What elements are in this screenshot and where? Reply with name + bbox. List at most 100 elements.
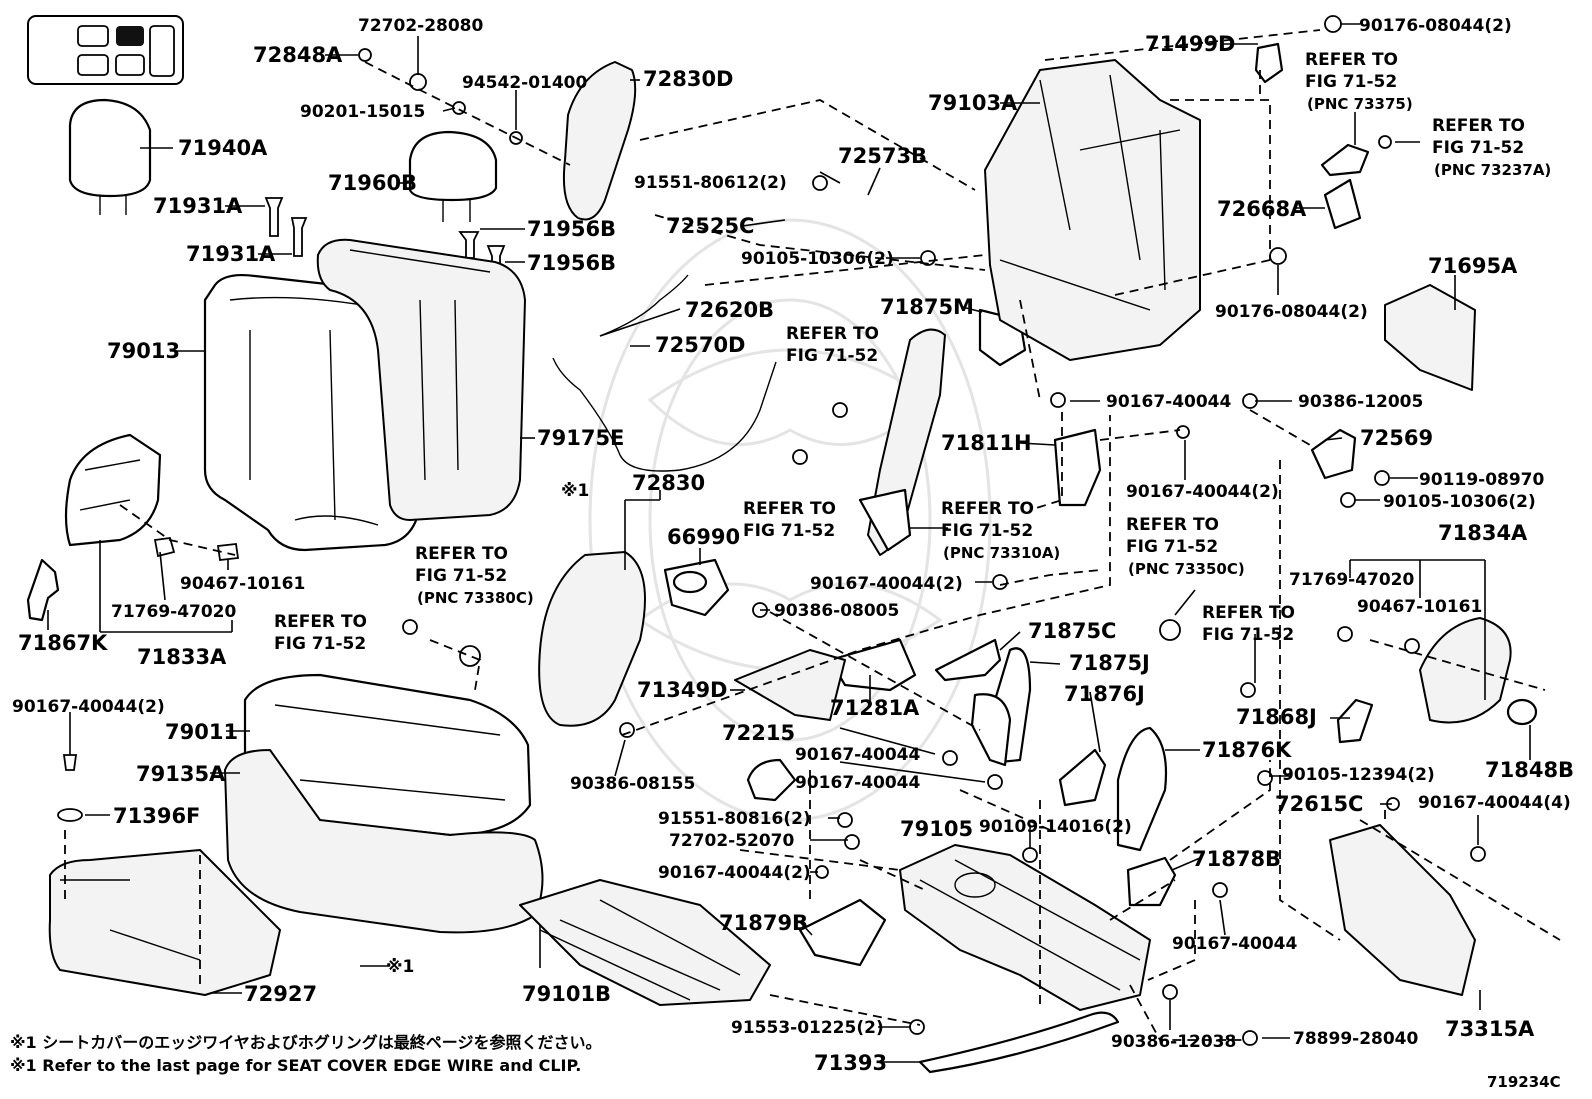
hinge-71281A [828,638,917,692]
under-panel [48,849,281,996]
recliner-72569 [1310,428,1357,480]
part-label-72525C: 72525C [666,214,754,238]
part-label-note-1a: ※1 [561,481,589,501]
part-label-90201-15015: 90201-15015 [300,102,425,122]
part-label-71940A: 71940A [178,136,268,160]
part-label-90176-08044-a: 90176-08044(2) [1359,16,1512,36]
bracket-71878B [1126,856,1177,907]
bracket-unlabeled-small [1058,748,1107,807]
seatback-frame [984,59,1201,361]
part-label-72570D: 72570D [655,333,746,357]
part-label-79175E: 79175E [537,426,624,450]
part-label-72830: 72830 [632,471,705,495]
part-label-refer-a-1: REFER TO [274,612,367,632]
part-label-90167-40044-2b: 90167-40044(2) [658,863,811,883]
part-label-90167-40044-c: 90167-40044 [795,745,921,765]
leader-lines [47,23,1561,1063]
part-label-refer-d-2: FIG 71-52 [1202,625,1294,645]
part-label-90167-40044-g: 90167-40044 [1106,392,1232,412]
seat-base-frame [519,879,771,1006]
part-label-90105-10306-2b: 90105-10306(2) [1383,492,1536,512]
part-label-refer-73380C-3: (PNC 73380C) [417,589,534,607]
part-label-90467-10161-L: 90467-10161 [180,574,305,594]
part-label-79101B: 79101B [522,982,611,1006]
side-bracket-left [64,433,162,547]
cap-71848B [1506,698,1538,726]
part-label-91551-80816: 91551-80816(2) [658,809,811,829]
part-label-90167-40044-4: 90167-40044(4) [1418,793,1571,813]
tray-71349D [734,649,846,721]
part-label-72702-52070: 72702-52070 [669,831,795,851]
part-label-71811H: 71811H [941,431,1032,455]
part-label-refer-a-2: FIG 71-52 [274,634,366,654]
part-label-90167-40044-2a: 90167-40044(2) [12,697,165,717]
part-label-71393: 71393 [814,1051,887,1075]
part-label-72848A: 72848A [253,43,343,67]
part-label-72215: 72215 [722,721,795,745]
part-label-79011: 79011 [165,720,238,744]
armrest-long [562,61,637,221]
bracket-71875C [934,638,1002,682]
part-label-66990: 66990 [667,525,740,549]
part-label-refer-73350C-1: REFER TO [1126,515,1219,535]
part-label-refer-73237A-1: REFER TO [1432,116,1525,136]
part-label-refer-c-1: REFER TO [786,324,879,344]
part-label-note-1b: ※1 [386,957,414,977]
seat-cushion-pad [224,749,544,934]
part-label-90167-40044-e: 90167-40044 [1172,934,1298,954]
small-bracket-71867K [26,558,60,622]
seatback-cover [203,273,422,552]
part-label-71876J: 71876J [1064,682,1145,706]
part-label-71769-47020-L: 71769-47020 [111,602,237,622]
part-label-refer-73375-2: FIG 71-52 [1305,72,1397,92]
seatbelt-assembly [858,328,946,556]
cover-71876J [970,693,1012,767]
part-label-71848B: 71848B [1485,758,1574,782]
part-label-refer-73350C-3: (PNC 73350C) [1128,560,1245,578]
part-label-91553-01225: 91553-01225(2) [731,1018,884,1038]
grommet-71396F [57,754,83,822]
part-drawings [26,15,1538,1074]
part-label-71960B: 71960B [328,171,417,195]
part-label-94542-01400: 94542-01400 [462,73,588,93]
part-label-90105-10306: 90105-10306(2) [741,249,894,269]
part-label-71956B-2: 71956B [527,251,616,275]
hook-71499D [1254,42,1284,84]
part-label-90119-08970: 90119-08970 [1419,470,1545,490]
part-label-72620B: 72620B [685,298,774,322]
cup-holder [663,558,730,617]
part-label-79135A: 79135A [136,762,226,786]
part-label-72569: 72569 [1360,426,1433,450]
knob-73375 [1320,143,1370,177]
part-label-refer-b-1: REFER TO [743,499,836,519]
bracket-71879B [798,898,887,967]
part-label-71396F: 71396F [113,804,200,828]
part-label-71878B: 71878B [1192,847,1281,871]
part-label-72702-28080: 72702-28080 [358,16,484,36]
part-label-71875M: 71875M [880,295,974,319]
pad-71695A [1384,284,1476,391]
part-label-71867K: 71867K [18,631,108,655]
part-label-refer-73380C-2: FIG 71-52 [415,566,507,586]
footnote-en: ※1 Refer to the last page for SEAT COVER… [10,1056,581,1075]
bracket-71868J [1336,698,1374,744]
part-label-78899-28040: 78899-28040 [1293,1029,1419,1049]
part-label-71868J: 71868J [1236,705,1317,729]
part-label-refer-73350C-2: FIG 71-52 [1126,537,1218,557]
part-label-72927: 72927 [244,982,317,1006]
seatback-pad [316,238,526,521]
side-cover-73315A [1329,824,1476,996]
part-label-90467-10161-R: 90467-10161 [1357,597,1482,617]
part-label-71931A-1: 71931A [153,194,243,218]
part-label-refer-73310A-1: REFER TO [941,499,1034,519]
part-label-71956B-1: 71956B [527,217,616,241]
part-label-refer-73380C-1: REFER TO [415,544,508,564]
part-label-71769-47020-R: 71769-47020 [1289,570,1415,590]
part-label-73315A: 73315A [1445,1017,1535,1041]
part-label-71875J: 71875J [1069,651,1150,675]
part-label-72615C: 72615C [1275,792,1363,816]
part-label-72573B: 72573B [838,144,927,168]
part-label-90105-12394: 90105-12394(2) [1282,765,1435,785]
part-label-71876K: 71876K [1202,738,1292,762]
